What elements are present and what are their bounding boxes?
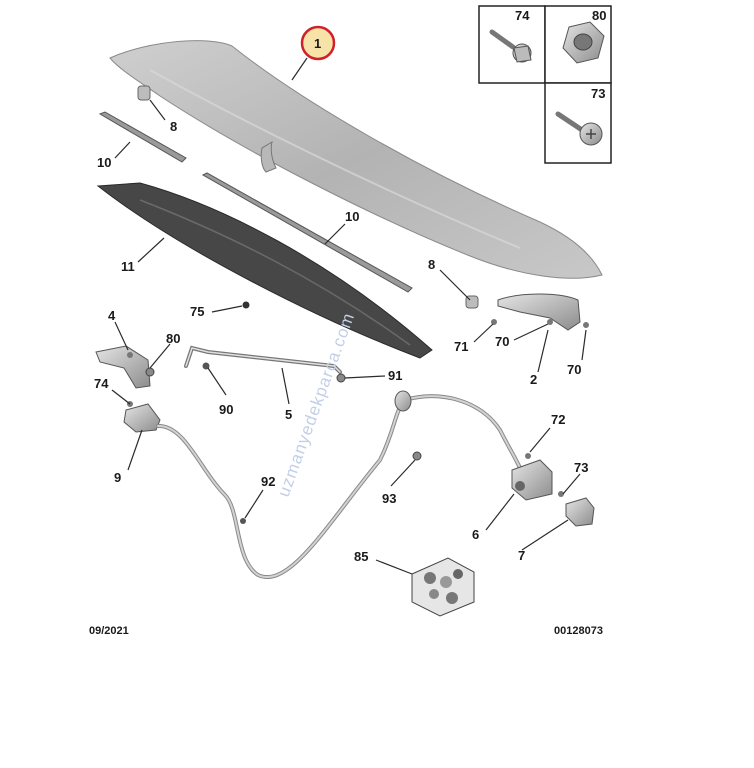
insulation-pad-11 — [96, 182, 433, 359]
hood-lock-6 — [511, 453, 553, 501]
callout-10-left: 10 — [97, 155, 111, 170]
clip-91-icon — [336, 373, 346, 383]
callout-73-inset: 73 — [591, 86, 605, 101]
hood-panel — [109, 40, 603, 279]
callout-73-right: 73 — [574, 460, 588, 475]
callout-5: 5 — [285, 407, 292, 422]
release-cable — [156, 390, 527, 579]
clip-90-icon — [202, 362, 210, 370]
footer-date: 09/2021 — [89, 625, 129, 637]
hinge-2 — [491, 293, 589, 331]
callout-70-left: 70 — [495, 334, 509, 349]
callout-91: 91 — [388, 368, 402, 383]
support-rod-5 — [184, 345, 342, 374]
nut-80-icon — [562, 21, 605, 64]
leader-lines — [111, 57, 587, 575]
callout-8-right: 8 — [428, 257, 435, 272]
nut-80-left-icon — [145, 367, 155, 377]
callout-80-inset: 80 — [592, 8, 606, 23]
highlight-circle — [300, 25, 336, 61]
clip-92-icon — [240, 518, 246, 524]
callout-4: 4 — [108, 308, 116, 323]
callout-92: 92 — [261, 474, 275, 489]
bolt-74-icon — [489, 29, 532, 63]
clip-93-icon — [412, 451, 422, 461]
bracket-4 — [95, 345, 151, 389]
callout-70-right: 70 — [567, 362, 581, 377]
callout-72: 72 — [551, 412, 565, 427]
callout-85: 85 — [354, 549, 368, 564]
callout-74-left: 74 — [94, 376, 109, 391]
callout-10-right: 10 — [345, 209, 359, 224]
footer-reference: 00128073 — [554, 625, 603, 637]
callout-9: 9 — [114, 470, 121, 485]
callout-75: 75 — [190, 304, 204, 319]
release-handle-9 — [123, 401, 161, 433]
fastener-kit-85 — [411, 557, 475, 617]
callout-1: 1 — [314, 36, 321, 51]
seal-strip-10-left — [98, 111, 187, 163]
watermark-text: uzmanyedekparca.com — [274, 310, 358, 500]
callout-11: 11 — [121, 259, 135, 274]
fastener-inset: 74 80 73 — [478, 5, 612, 164]
callout-90: 90 — [219, 402, 233, 417]
callout-2: 2 — [530, 372, 537, 387]
screw-73-icon — [555, 111, 603, 146]
callout-74-inset: 74 — [515, 8, 530, 23]
safety-catch-7 — [558, 491, 595, 527]
callout-6: 6 — [472, 527, 479, 542]
callout-8-upper: 8 — [170, 119, 177, 134]
callout-93: 93 — [382, 491, 396, 506]
rubber-stop-8-upper-icon — [137, 85, 151, 101]
callout-labels: 1 8 10 10 11 8 75 4 80 74 90 5 91 9 92 9… — [94, 36, 588, 564]
callout-80-left: 80 — [166, 331, 180, 346]
seal-strip-10-right — [201, 172, 413, 293]
callout-7: 7 — [518, 548, 525, 563]
clip-75-icon — [242, 301, 250, 309]
callout-71: 71 — [454, 339, 468, 354]
